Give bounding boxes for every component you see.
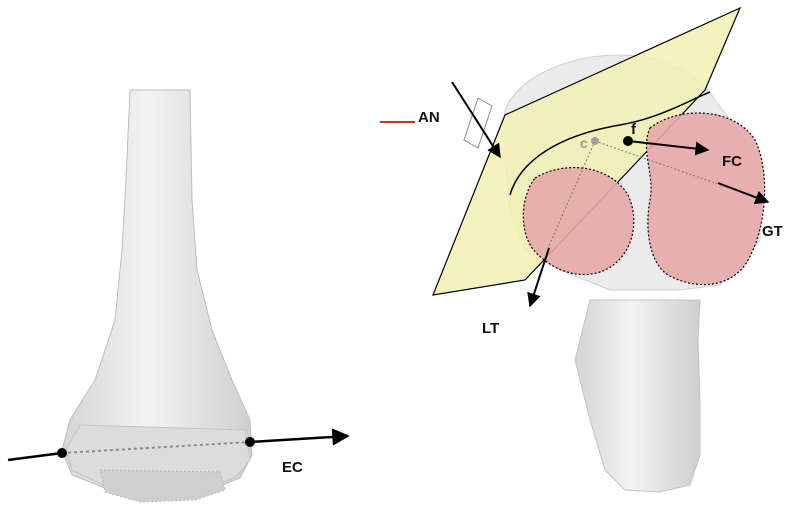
an-normal-arrow bbox=[452, 82, 500, 157]
point-c bbox=[591, 137, 599, 145]
label-gt: GT bbox=[762, 223, 783, 240]
humerus-head-and-shaft bbox=[575, 300, 700, 492]
ec-epicondyle-point-right bbox=[245, 437, 255, 447]
label-lt: LT bbox=[482, 320, 499, 337]
ec-axis-arrow bbox=[250, 436, 348, 442]
distal-humerus bbox=[62, 90, 252, 502]
label-ec: EC bbox=[282, 459, 303, 476]
label-c: c bbox=[580, 135, 588, 151]
an-legend: AN bbox=[380, 109, 440, 126]
label-an: AN bbox=[418, 109, 440, 126]
label-fc: FC bbox=[722, 153, 742, 170]
humerus-trochlea-detail bbox=[100, 470, 225, 502]
ec-epicondyle-point-left bbox=[57, 448, 67, 458]
greater-tubercle bbox=[646, 113, 764, 285]
ec-axis-left-segment bbox=[8, 453, 62, 460]
